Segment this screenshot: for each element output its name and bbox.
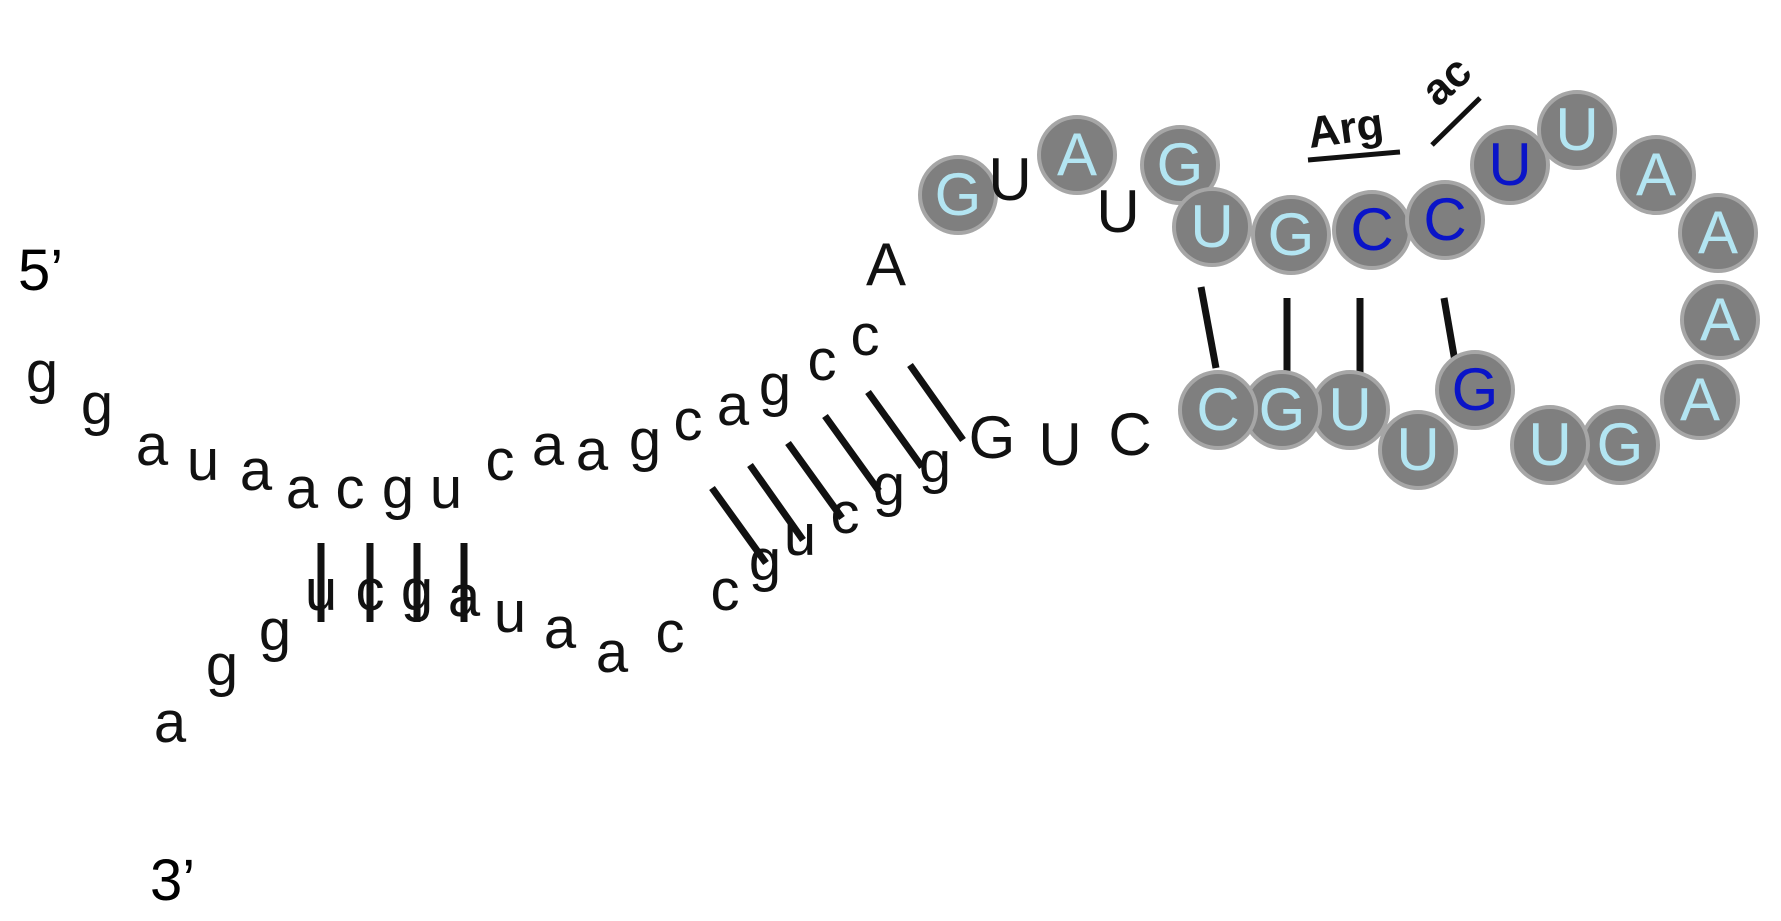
- nucleotide: g: [873, 453, 905, 518]
- base-pair-line: [709, 485, 769, 566]
- nucleotide: U: [1488, 131, 1531, 198]
- nucleotide: a: [240, 438, 273, 503]
- nucleotide: A: [1700, 286, 1740, 353]
- base-pair-line: [1197, 286, 1220, 369]
- nucleotide: G: [935, 161, 982, 228]
- nucleotide: a: [576, 418, 609, 483]
- nucleotide-circle: [1680, 280, 1760, 360]
- nucleotide: U: [1190, 193, 1233, 260]
- nucleotide: c: [711, 558, 740, 623]
- base-pair-line: [865, 389, 925, 470]
- nucleotide: U: [1096, 178, 1139, 245]
- base-pair-line: [785, 440, 845, 521]
- nucleotide-circle: [1616, 135, 1696, 215]
- nucleotide: A: [1057, 121, 1097, 188]
- nucleotide: u: [430, 456, 462, 521]
- nucleotide: U: [1396, 416, 1439, 483]
- nucleotide: a: [136, 413, 169, 478]
- nucleotide-circle: [1405, 180, 1485, 260]
- nucleotide: a: [154, 690, 187, 755]
- nucleotide: c: [656, 600, 685, 665]
- nucleotide: g: [206, 633, 238, 698]
- nucleotide: g: [749, 528, 781, 593]
- nucleotide: c: [356, 558, 385, 623]
- nucleotide: C: [1350, 196, 1393, 263]
- nucleotide: a: [717, 373, 750, 438]
- nucleotide: U: [1555, 96, 1598, 163]
- nucleotide: G: [1452, 356, 1499, 423]
- nucleotide-circle: [1435, 350, 1515, 430]
- nucleotide-circles: [918, 90, 1760, 490]
- nucleotide: g: [81, 372, 113, 437]
- base-pair-line: [907, 362, 966, 443]
- nucleotide: G: [1157, 131, 1204, 198]
- nucleotide: g: [759, 353, 791, 418]
- nucleotide-circle: [1178, 370, 1258, 450]
- nucleotide: c: [851, 303, 880, 368]
- codon-annotation: Arg ac: [1305, 46, 1482, 163]
- nucleotide: G: [1597, 411, 1644, 478]
- nucleotide: U: [988, 146, 1031, 213]
- nucleotide: g: [382, 456, 414, 521]
- nucleotide: C: [1108, 401, 1151, 468]
- nucleotide: G: [969, 404, 1016, 471]
- nucleotide: g: [26, 340, 58, 405]
- nucleotide-circle: [1251, 195, 1331, 275]
- nucleotide: c: [336, 456, 365, 521]
- nucleotide: c: [674, 388, 703, 453]
- nucleotide: u: [494, 580, 526, 645]
- nucleotide: u: [305, 558, 337, 623]
- codon-underline: [1307, 149, 1401, 163]
- nucleotide: u: [187, 428, 219, 493]
- nucleotide: C: [1423, 186, 1466, 253]
- nucleotide: a: [286, 456, 319, 521]
- nucleotide: u: [784, 503, 816, 568]
- nucleotide: A: [1636, 141, 1676, 208]
- nucleotide: g: [259, 598, 291, 663]
- three-prime-label: 3’: [150, 848, 195, 913]
- nucleotide: g: [629, 408, 661, 473]
- base-pair-line: [747, 462, 806, 543]
- nucleotide: a: [544, 596, 577, 661]
- nucleotide-circle: [1510, 405, 1590, 485]
- nucleotide-circle: [1660, 360, 1740, 440]
- nucleotide: G: [1268, 201, 1315, 268]
- nucleotide: g: [401, 558, 433, 623]
- nucleotide: c: [486, 428, 515, 493]
- nucleotide-circle: [1537, 90, 1617, 170]
- nucleotide: a: [596, 620, 629, 685]
- nucleotide: A: [866, 231, 906, 298]
- nucleotide-circle: [918, 155, 998, 235]
- nucleotide: g: [919, 430, 951, 495]
- nucleotide: G: [1259, 376, 1306, 443]
- nucleotide: c: [808, 328, 837, 393]
- nucleotide: U: [1038, 411, 1081, 478]
- codon-arg-label: Arg: [1305, 99, 1387, 158]
- codon-underline: [1430, 96, 1482, 147]
- nucleotide-circle: [1678, 193, 1758, 273]
- nucleotide: C: [1196, 376, 1239, 443]
- nucleotide-circle: [1470, 125, 1550, 205]
- base-pair-line: [822, 413, 882, 494]
- nucleotide-circle: [1378, 410, 1458, 490]
- five-prime-label: 5’: [18, 238, 63, 303]
- nucleotide-circle: [1037, 115, 1117, 195]
- nucleotide: A: [1698, 199, 1738, 266]
- nucleotide: c: [831, 481, 860, 546]
- nucleotide: A: [1680, 366, 1720, 433]
- nucleotide-circle: [1172, 187, 1252, 267]
- nucleotide: U: [1528, 411, 1571, 478]
- nucleotide: U: [1328, 376, 1371, 443]
- nucleotide: a: [532, 413, 565, 478]
- nucleotide: a: [448, 564, 481, 629]
